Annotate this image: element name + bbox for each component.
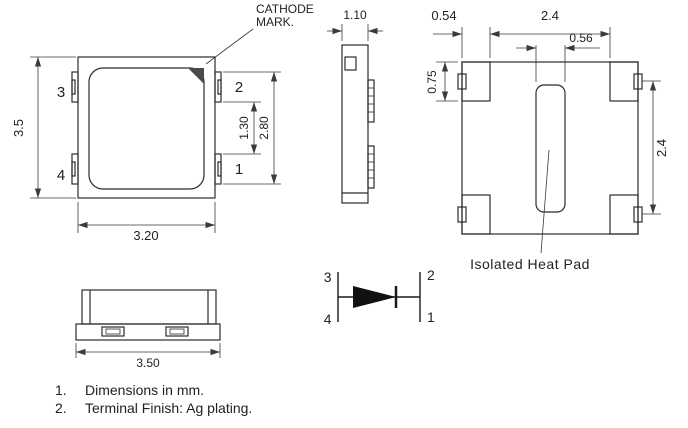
dim-body-width: 3.20 [133, 228, 158, 243]
side-body-outline [341, 44, 369, 204]
note-2-text: Terminal Finish: Ag plating. [85, 400, 252, 416]
profile-view-dimensions [75, 343, 221, 358]
pin-label-3: 3 [57, 84, 65, 101]
bottom-body-outline [461, 61, 639, 235]
pad-top-right [609, 61, 639, 102]
pad-top-left-notch [457, 73, 467, 90]
pad-top-right-notch [633, 73, 643, 90]
cathode-mark-label-line1: CATHODE [256, 2, 314, 16]
cathode-mark-label-line2: MARK. [256, 15, 294, 29]
pad-bottom-right [609, 194, 639, 235]
terminal-right-bottom-notch [217, 161, 222, 177]
note-1-text: Dimensions in mm. [85, 382, 204, 398]
package-body-outline [77, 56, 216, 199]
bottom-view [457, 61, 643, 235]
pin-label-2: 2 [235, 79, 243, 96]
pin-label-4: 4 [57, 167, 65, 184]
terminal-left-bottom-notch [71, 161, 76, 177]
profile-foot-left [101, 326, 125, 337]
note-2-number: 2. [55, 400, 67, 416]
schematic-pin-4: 4 [324, 311, 332, 327]
terminal-left-top-notch [71, 79, 76, 95]
side-view [341, 44, 375, 204]
dim-body-thickness: 1.10 [343, 8, 367, 22]
terminal-right-top-notch [217, 79, 222, 95]
pin-label-1: 1 [235, 161, 243, 178]
profile-view [75, 289, 221, 341]
dim-pad-outer-span: 2.80 [257, 116, 271, 140]
pad-bottom-right-notch [633, 206, 643, 223]
notes: 1. Dimensions in mm. 2. Terminal Finish:… [55, 382, 252, 416]
cathode-mark-triangle-icon [188, 68, 204, 84]
side-view-dimensions [327, 24, 383, 41]
pad-bottom-left [461, 194, 491, 235]
side-terminal-top [367, 79, 375, 123]
dim-heatpad-width: 0.56 [569, 31, 593, 45]
front-view-dimensions [30, 28, 281, 233]
dim-pad-pitch-vertical: 2.4 [654, 139, 669, 157]
dim-pad-inner-span: 1.30 [237, 116, 251, 140]
side-terminal-bottom [367, 145, 375, 189]
heat-pad-leader-line [540, 149, 550, 254]
note-1-number: 1. [55, 382, 67, 398]
profile-body-outline [81, 289, 217, 325]
dim-pad-height: 0.75 [425, 70, 439, 94]
schematic-symbol [337, 272, 421, 322]
dim-base-width: 3.50 [136, 356, 160, 370]
dim-body-height: 3.5 [11, 119, 26, 137]
schematic-pin-1: 1 [427, 309, 435, 325]
bottom-view-dimensions [433, 27, 661, 254]
side-lens-edge [344, 56, 357, 71]
cathode-leader-line [205, 28, 254, 65]
pad-bottom-left-notch [457, 206, 467, 223]
dim-pad-pitch-horizontal: 2.4 [541, 8, 559, 23]
schematic-pin-3: 3 [324, 269, 332, 285]
schematic-pin-2: 2 [427, 267, 435, 283]
pad-top-left [461, 61, 491, 102]
lens-outline [88, 67, 205, 190]
diode-symbol-icon [353, 286, 396, 308]
isolated-heat-pad-shape [535, 84, 566, 213]
isolated-heat-pad-label: Isolated Heat Pad [470, 256, 590, 272]
dim-pad-width: 0.54 [431, 8, 456, 23]
profile-foot-right [165, 326, 189, 337]
front-view [71, 56, 222, 199]
profile-base-outline [75, 323, 221, 341]
